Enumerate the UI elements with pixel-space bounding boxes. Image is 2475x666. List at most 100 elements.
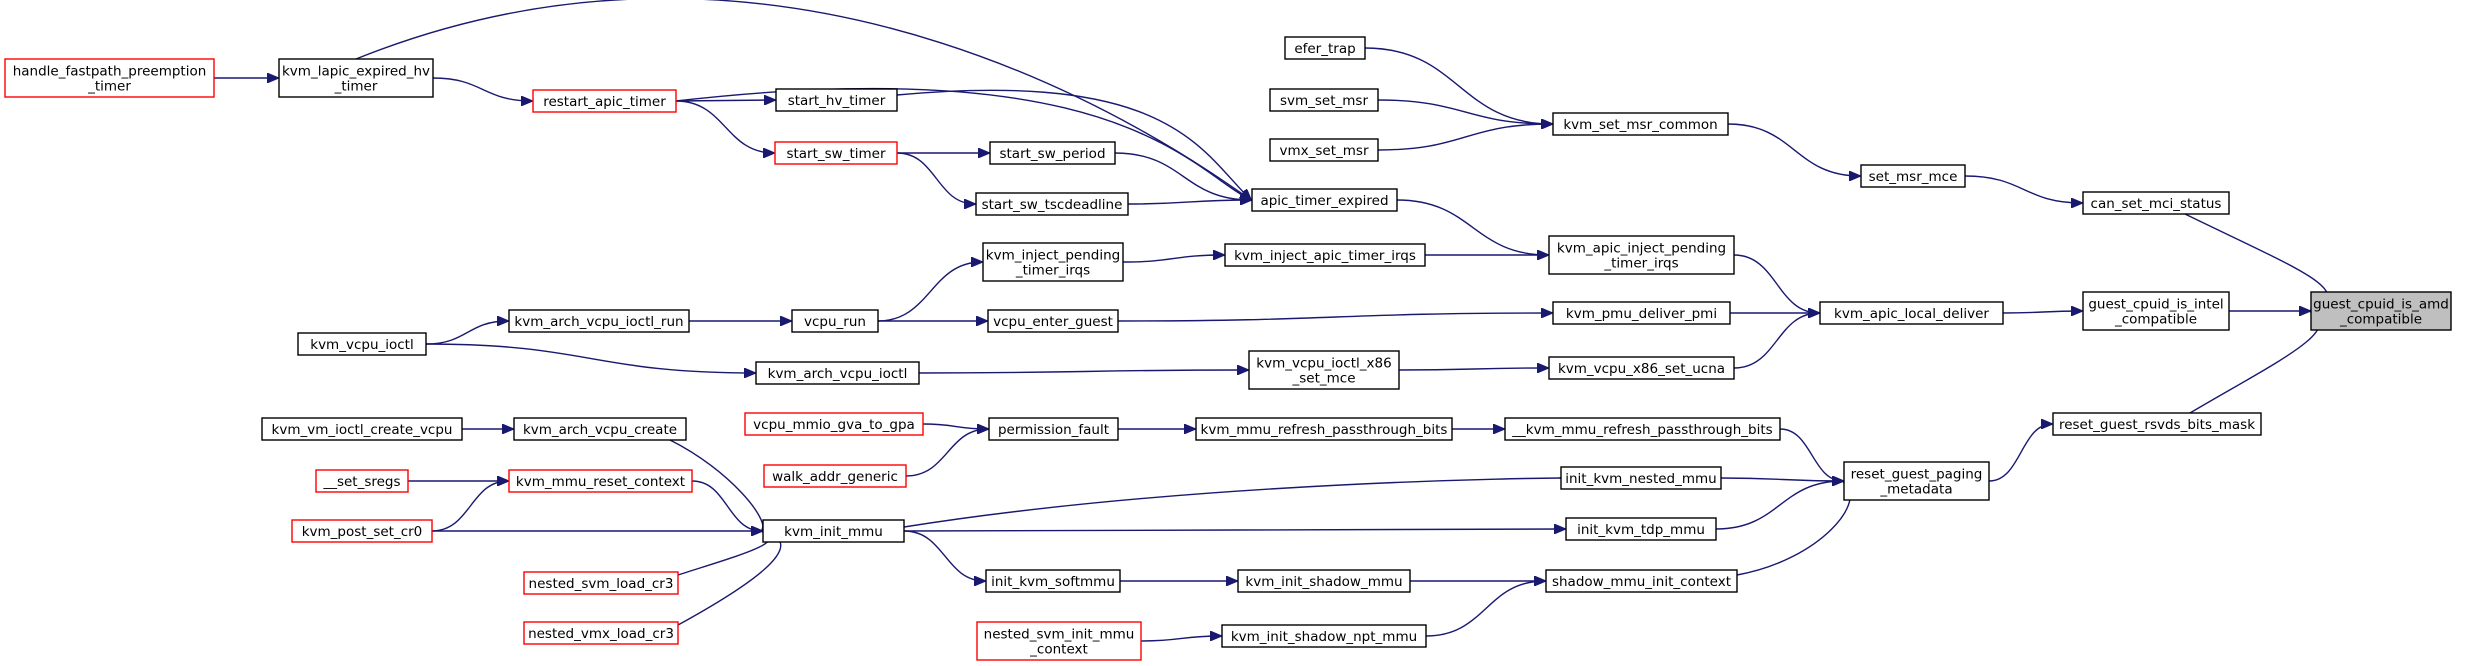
node-nested-vmx-load-cr3[interactable]: nested_vmx_load_cr3: [523, 621, 679, 645]
node-box: [762, 519, 905, 543]
node-kvm-arch-vcpu-ioctl-run[interactable]: kvm_arch_vcpu_ioctl_run: [508, 309, 690, 333]
node-vmx-set-msr[interactable]: vmx_set_msr: [1269, 138, 1379, 162]
node-kvm-vcpu-ioctl[interactable]: kvm_vcpu_ioctl: [297, 332, 427, 356]
node-label: permission_fault: [998, 422, 1109, 438]
node-box: [1552, 301, 1731, 325]
node-box: [1504, 417, 1781, 441]
node-label: can_set_mci_status: [2091, 196, 2222, 212]
node-guest-cpuid-is-amd[interactable]: guest_cpuid_is_amd_compatible: [2310, 291, 2452, 331]
node-box: [261, 417, 463, 441]
edge-vcpu_enter_guest-to-kvm_pmu_deliver_pmi: [1117, 313, 1552, 322]
node-kvm-lapic-expired-hv-timer[interactable]: kvm_lapic_expired_hv_timer: [278, 58, 434, 98]
node-vcpu-enter-guest[interactable]: vcpu_enter_guest: [987, 309, 1119, 333]
node-kvm-vcpu-ioctl-x86-set-mce[interactable]: kvm_vcpu_ioctl_x86_set_mce: [1248, 350, 1400, 390]
node-kvm-apic-local-deliver[interactable]: kvm_apic_local_deliver: [1819, 301, 2004, 325]
node-box: [1548, 235, 1735, 275]
node-label: svm_set_msr: [1280, 93, 1368, 109]
node-label: kvm_pmu_deliver_pmi: [1566, 306, 1717, 322]
node-kvm-init-shadow-mmu[interactable]: kvm_init_shadow_mmu: [1237, 569, 1411, 593]
node-box: [291, 519, 433, 543]
node-kvm-inject-apic-timer-irqs[interactable]: kvm_inject_apic_timer_irqs: [1224, 243, 1426, 267]
node-set-sregs[interactable]: __set_sregs: [315, 469, 409, 493]
node-box: [1552, 112, 1729, 136]
node-label: kvm_lapic_expired_hv: [282, 64, 430, 80]
node-start-sw-period[interactable]: start_sw_period: [989, 141, 1116, 165]
node-label: _timer: [334, 79, 378, 95]
node-box: [1548, 356, 1735, 380]
node-walk-addr-generic[interactable]: walk_addr_generic: [763, 464, 907, 488]
node-kvm-inject-pending-timer-irqs[interactable]: kvm_inject_pending_timer_irqs: [982, 242, 1124, 282]
edge-walk_addr_generic-to-permission_fault: [905, 429, 988, 477]
node-reset-guest-paging[interactable]: reset_guest_paging_metadata: [1843, 461, 1990, 501]
node-label: start_sw_tscdeadline: [982, 197, 1123, 213]
node-init-kvm-tdp-mmu[interactable]: init_kvm_tdp_mmu: [1565, 517, 1717, 541]
edge-kvm_init_shadow_npt_mmu-to-shadow_mmu_init_context: [1425, 581, 1545, 637]
node-start-sw-timer[interactable]: start_sw_timer: [774, 141, 898, 165]
node-nested-svm-load-cr3[interactable]: nested_svm_load_cr3: [523, 571, 679, 595]
edge-kvm_inject_pending_timer_irqs-to-kvm_inject_apic_timer_irqs: [1122, 255, 1224, 263]
node-label: _timer: [87, 79, 131, 95]
node-vcpu-mmio-gva-to-gpa[interactable]: vcpu_mmio_gva_to_gpa: [744, 412, 924, 436]
node-label: __kvm_mmu_refresh_passthrough_bits: [1511, 422, 1772, 438]
node-permission-fault[interactable]: permission_fault: [988, 417, 1119, 441]
edge-restart_apic_timer-to-start_hv_timer: [675, 100, 775, 101]
node-svm-set-msr[interactable]: svm_set_msr: [1269, 88, 1379, 112]
node-init-kvm-nested-mmu[interactable]: init_kvm_nested_mmu: [1560, 466, 1722, 490]
node-start-sw-tscdeadline[interactable]: start_sw_tscdeadline: [975, 192, 1129, 216]
node-box: [1843, 461, 1990, 501]
node-kvm-vm-ioctl-create-vcpu[interactable]: kvm_vm_ioctl_create_vcpu: [261, 417, 463, 441]
node-box: [508, 309, 690, 333]
node-restart-apic-timer[interactable]: restart_apic_timer: [532, 89, 677, 113]
node-label: kvm_init_shadow_npt_mmu: [1231, 629, 1417, 645]
node-kvm-vcpu-x86-set-ucna[interactable]: kvm_vcpu_x86_set_ucna: [1548, 356, 1735, 380]
node-init-kvm-softmmu[interactable]: init_kvm_softmmu: [985, 569, 1121, 593]
node-can-set-mci-status[interactable]: can_set_mci_status: [2082, 191, 2230, 215]
node-label: reset_guest_rsvds_bits_mask: [2059, 417, 2255, 433]
node-box: [791, 309, 879, 333]
node-kvm-pmu-deliver-pmi[interactable]: kvm_pmu_deliver_pmi: [1552, 301, 1731, 325]
node-vcpu-run[interactable]: vcpu_run: [791, 309, 879, 333]
node-nested-svm-init-mmu-context[interactable]: nested_svm_init_mmu_context: [976, 621, 1142, 661]
node-label: init_kvm_tdp_mmu: [1577, 522, 1705, 538]
node-kvm-mmu-reset-context[interactable]: kvm_mmu_reset_context: [508, 469, 693, 493]
node-kvm-init-mmu[interactable]: kvm_init_mmu: [762, 519, 905, 543]
node-box: [1269, 88, 1379, 112]
node-box: [763, 464, 907, 488]
node-box: [1565, 517, 1717, 541]
edge-apic_timer_expired-to-kvm_apic_inject_pending: [1396, 199, 1548, 255]
node-label: restart_apic_timer: [543, 94, 666, 110]
node-shadow-mmu-init-context[interactable]: shadow_mmu_init_context: [1545, 569, 1738, 593]
node-box: [2082, 291, 2230, 331]
node-kvm-set-msr-common[interactable]: kvm_set_msr_common: [1552, 112, 1729, 136]
edge-kvm_set_msr_common-to-set_msr_mce: [1727, 123, 1860, 176]
nodes-layer: guest_cpuid_is_amd_compatible can_set_mci…: [4, 36, 2452, 661]
node-kvm-init-shadow-npt-mmu[interactable]: kvm_init_shadow_npt_mmu: [1221, 624, 1427, 648]
node-kvm-arch-vcpu-ioctl[interactable]: kvm_arch_vcpu_ioctl: [755, 361, 920, 385]
edge-nested_svm_load_cr3-to-kvm_init_mmu: [677, 531, 770, 576]
node-mmu-refresh-passthrough-bits-inner[interactable]: __kvm_mmu_refresh_passthrough_bits: [1504, 417, 1781, 441]
node-set-msr-mce[interactable]: set_msr_mce: [1860, 164, 1966, 188]
node-kvm-apic-inject-pending[interactable]: kvm_apic_inject_pending_timer_irqs: [1548, 235, 1735, 275]
edge-kvm_apic_local_deliver-to-guest_cpuid_is_intel: [2002, 311, 2082, 313]
node-label: kvm_vcpu_x86_set_ucna: [1558, 361, 1725, 377]
node-efer-trap[interactable]: efer_trap: [1284, 36, 1366, 60]
edge-start_sw_timer-to-start_sw_tscdeadline: [896, 152, 975, 204]
edge-init_kvm_nested_mmu-to-reset_guest_paging: [1720, 478, 1843, 481]
node-label: kvm_vcpu_ioctl_x86: [1256, 356, 1391, 372]
node-kvm-mmu-refresh-passthrough-bits[interactable]: kvm_mmu_refresh_passthrough_bits: [1195, 417, 1453, 441]
node-box: [982, 242, 1124, 282]
node-reset-guest-rsvds[interactable]: reset_guest_rsvds_bits_mask: [2052, 412, 2262, 436]
node-kvm-arch-vcpu-create[interactable]: kvm_arch_vcpu_create: [513, 417, 687, 441]
node-handle-fastpath-preemption-timer[interactable]: handle_fastpath_preemption_timer: [4, 58, 215, 98]
node-start-hv-timer[interactable]: start_hv_timer: [775, 88, 898, 112]
node-box: [755, 361, 920, 385]
node-box: [1819, 301, 2004, 325]
node-box: [532, 89, 677, 113]
node-box: [1269, 138, 1379, 162]
node-guest-cpuid-is-intel[interactable]: guest_cpuid_is_intel_compatible: [2082, 291, 2230, 331]
node-kvm-post-set-cr0[interactable]: kvm_post_set_cr0: [291, 519, 433, 543]
node-label: _compatible: [2339, 312, 2422, 328]
node-apic-timer-expired[interactable]: apic_timer_expired: [1251, 188, 1398, 212]
node-box: [1284, 36, 1366, 60]
